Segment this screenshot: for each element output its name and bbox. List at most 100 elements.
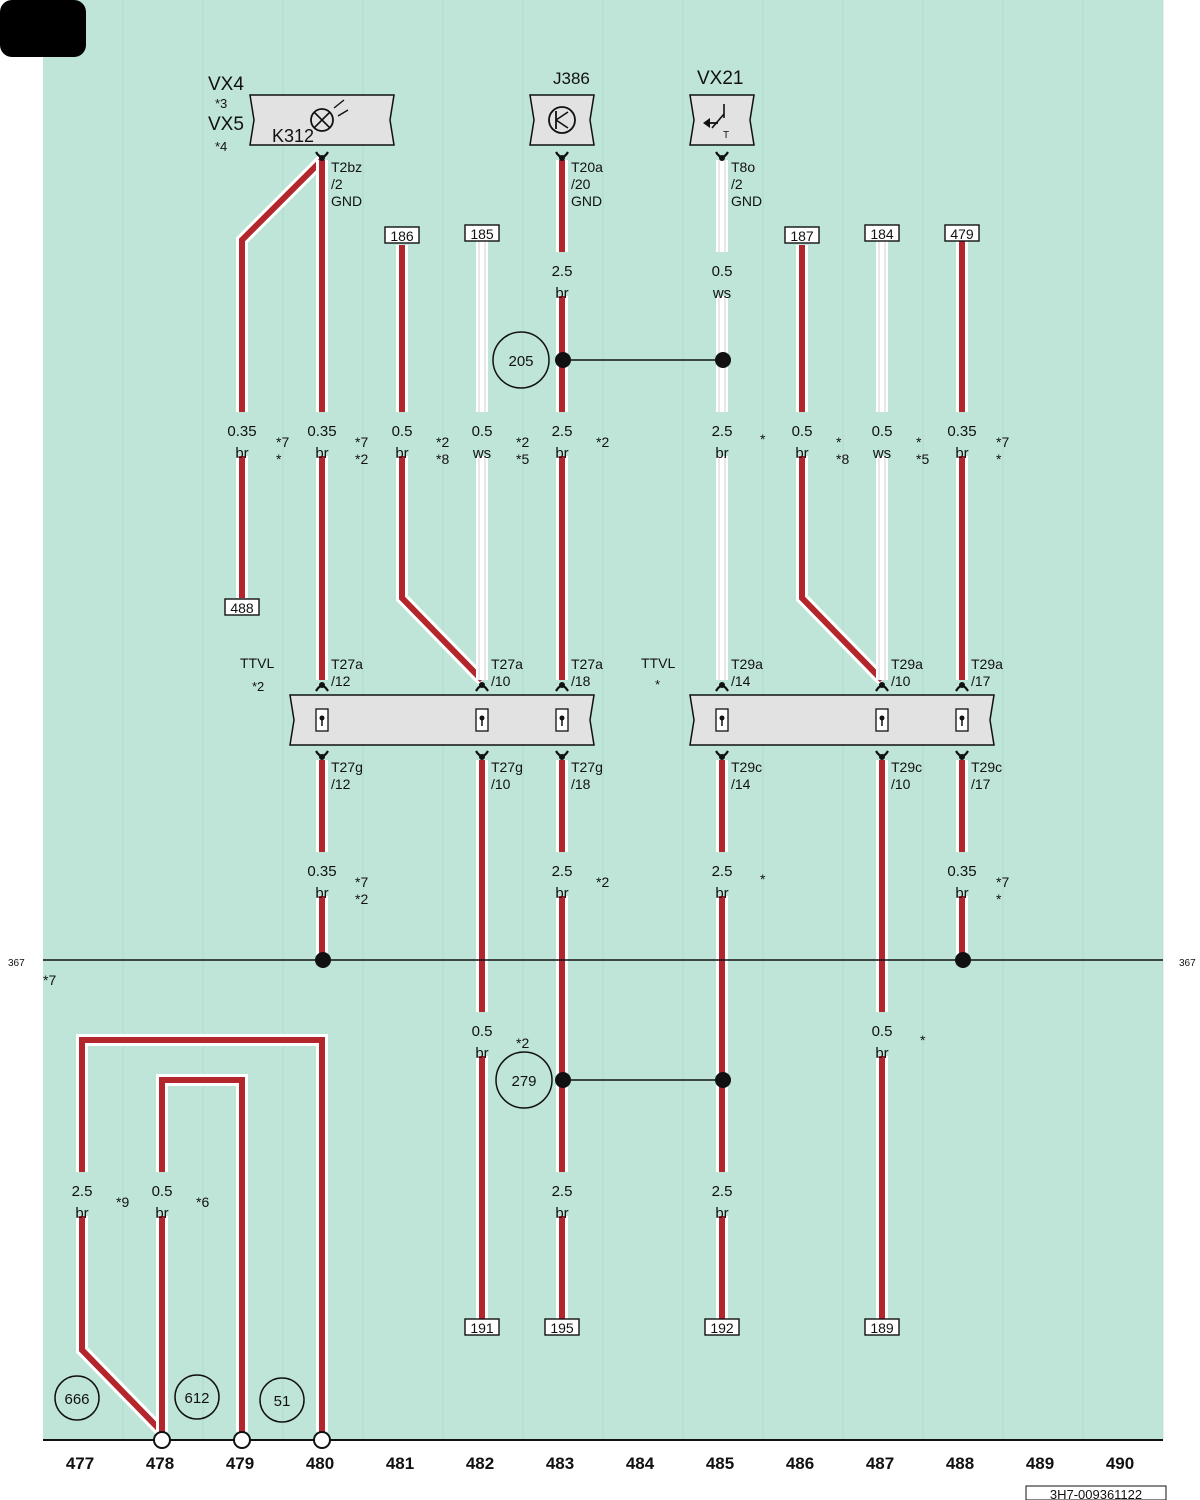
terminal-478	[153, 1431, 171, 1449]
pin-terminal-icon	[475, 682, 489, 692]
footnote-mark: *	[760, 431, 766, 447]
svg-text:br: br	[315, 885, 328, 902]
svg-text:0.5: 0.5	[792, 423, 813, 440]
svg-text:51: 51	[274, 1393, 291, 1410]
svg-text:2.5: 2.5	[552, 863, 573, 880]
svg-text:0.5: 0.5	[152, 1183, 173, 1200]
circle-612: 612	[174, 1374, 220, 1420]
junction-dot	[555, 1072, 571, 1088]
wire-labels: 2.5br0.5ws0.35br0.35br0.5br0.5ws2.5br2.5…	[60, 252, 984, 1222]
svg-text:186: 186	[390, 228, 414, 244]
svg-text:GND: GND	[571, 193, 602, 209]
wire-label: 0.5br	[460, 1012, 504, 1062]
svg-text:2.5: 2.5	[552, 263, 573, 280]
ttvl-note-left: *2	[252, 679, 264, 694]
pin-label-bottom: /10	[891, 776, 911, 792]
column-number: 483	[546, 1454, 574, 1473]
note-4: *4	[215, 139, 227, 154]
svg-text:br: br	[955, 445, 968, 462]
svg-text:ws: ws	[472, 445, 491, 462]
footnote-mark: *2	[596, 434, 609, 450]
wire-187	[796, 245, 887, 685]
footnote-mark: *7	[43, 972, 56, 988]
column-number: 477	[66, 1454, 94, 1473]
svg-text:0.5: 0.5	[472, 1023, 493, 1040]
footnote-mark: *2	[436, 434, 449, 450]
svg-text:0.35: 0.35	[307, 863, 336, 880]
svg-text:ws: ws	[872, 445, 891, 462]
wire-label: 2.5br	[540, 412, 584, 462]
svg-text:2.5: 2.5	[712, 1183, 733, 1200]
footnote-mark: *8	[436, 451, 449, 467]
pin-label-t8o: T8o /2 GND	[731, 159, 762, 209]
reference-box: 479	[944, 224, 980, 242]
label-vx21: VX21	[697, 68, 743, 89]
pin-terminal-icon	[715, 750, 729, 760]
doc-id: 3H7-009361122	[1050, 1487, 1142, 1500]
pin-terminal-icon	[555, 682, 569, 692]
footnote-mark: *	[996, 451, 1002, 467]
svg-text:T: T	[723, 130, 729, 141]
footnote-mark: *7	[355, 434, 368, 450]
junction-dot	[715, 1072, 731, 1088]
svg-text:br: br	[715, 885, 728, 902]
wire-label: 2.5br	[540, 1172, 584, 1222]
label-j386: J386	[553, 69, 590, 88]
wire-488	[236, 155, 327, 598]
pin-terminal-icon	[955, 750, 969, 760]
wire-label: 0.5br	[780, 412, 824, 462]
svg-text:195: 195	[550, 1320, 574, 1336]
connector-pin-icon	[315, 708, 329, 732]
footnote-mark: *5	[516, 451, 529, 467]
svg-text:br: br	[315, 445, 328, 462]
svg-text:2.5: 2.5	[712, 423, 733, 440]
footnote-mark: *	[276, 451, 282, 467]
terminal-479	[233, 1431, 251, 1449]
junction-dot	[555, 352, 571, 368]
reference-box: 189	[864, 1318, 900, 1336]
connector-pin-icon	[955, 708, 969, 732]
circle-205: 205	[492, 331, 550, 389]
pin-label-top: T29a	[731, 656, 763, 672]
svg-text:T20a: T20a	[571, 159, 603, 175]
wire-label: 0.5br	[860, 1012, 904, 1062]
pin-terminal-icon	[715, 682, 729, 692]
pin-label-top: T29a	[891, 656, 923, 672]
column-number: 486	[786, 1454, 814, 1473]
column-number: 482	[466, 1454, 494, 1473]
svg-text:0.35: 0.35	[947, 423, 976, 440]
wire-loop-666	[76, 1034, 328, 1437]
pin-label-bottom: /10	[491, 776, 511, 792]
svg-text:br: br	[875, 1045, 888, 1062]
wire-loop-612	[156, 1074, 248, 1432]
column-number: 488	[946, 1454, 974, 1473]
svg-text:185: 185	[470, 226, 494, 242]
svg-text:488: 488	[230, 600, 254, 616]
wire-label: 2.5br	[60, 1172, 104, 1222]
footnote-mark: *2	[516, 1035, 529, 1051]
label-vx5: VX5	[208, 114, 244, 135]
svg-text:/2: /2	[731, 176, 743, 192]
svg-text:0.35: 0.35	[947, 863, 976, 880]
svg-text:br: br	[235, 445, 248, 462]
doc-id-box	[1025, 1485, 1167, 1500]
svg-text:/2: /2	[331, 176, 343, 192]
column-number: 480	[306, 1454, 334, 1473]
pin-label-top: /10	[891, 673, 911, 689]
svg-text:2.5: 2.5	[712, 863, 733, 880]
warning-lamp-icon	[310, 108, 334, 132]
wire-label: 0.35 br	[940, 412, 984, 462]
svg-text:br: br	[75, 1205, 88, 1222]
junction-dots	[315, 352, 971, 1088]
column-number: 487	[866, 1454, 894, 1473]
pin-terminal-icon	[315, 750, 329, 760]
svg-text:191: 191	[470, 1320, 494, 1336]
svg-text:479: 479	[950, 226, 974, 242]
pin-label-bottom: /14	[731, 776, 751, 792]
svg-text:666: 666	[64, 1391, 89, 1408]
wire-label: 0.5br	[380, 412, 424, 462]
pin-label-top: /17	[971, 673, 991, 689]
footnote-mark: *7	[276, 434, 289, 450]
svg-text:184: 184	[870, 226, 894, 242]
